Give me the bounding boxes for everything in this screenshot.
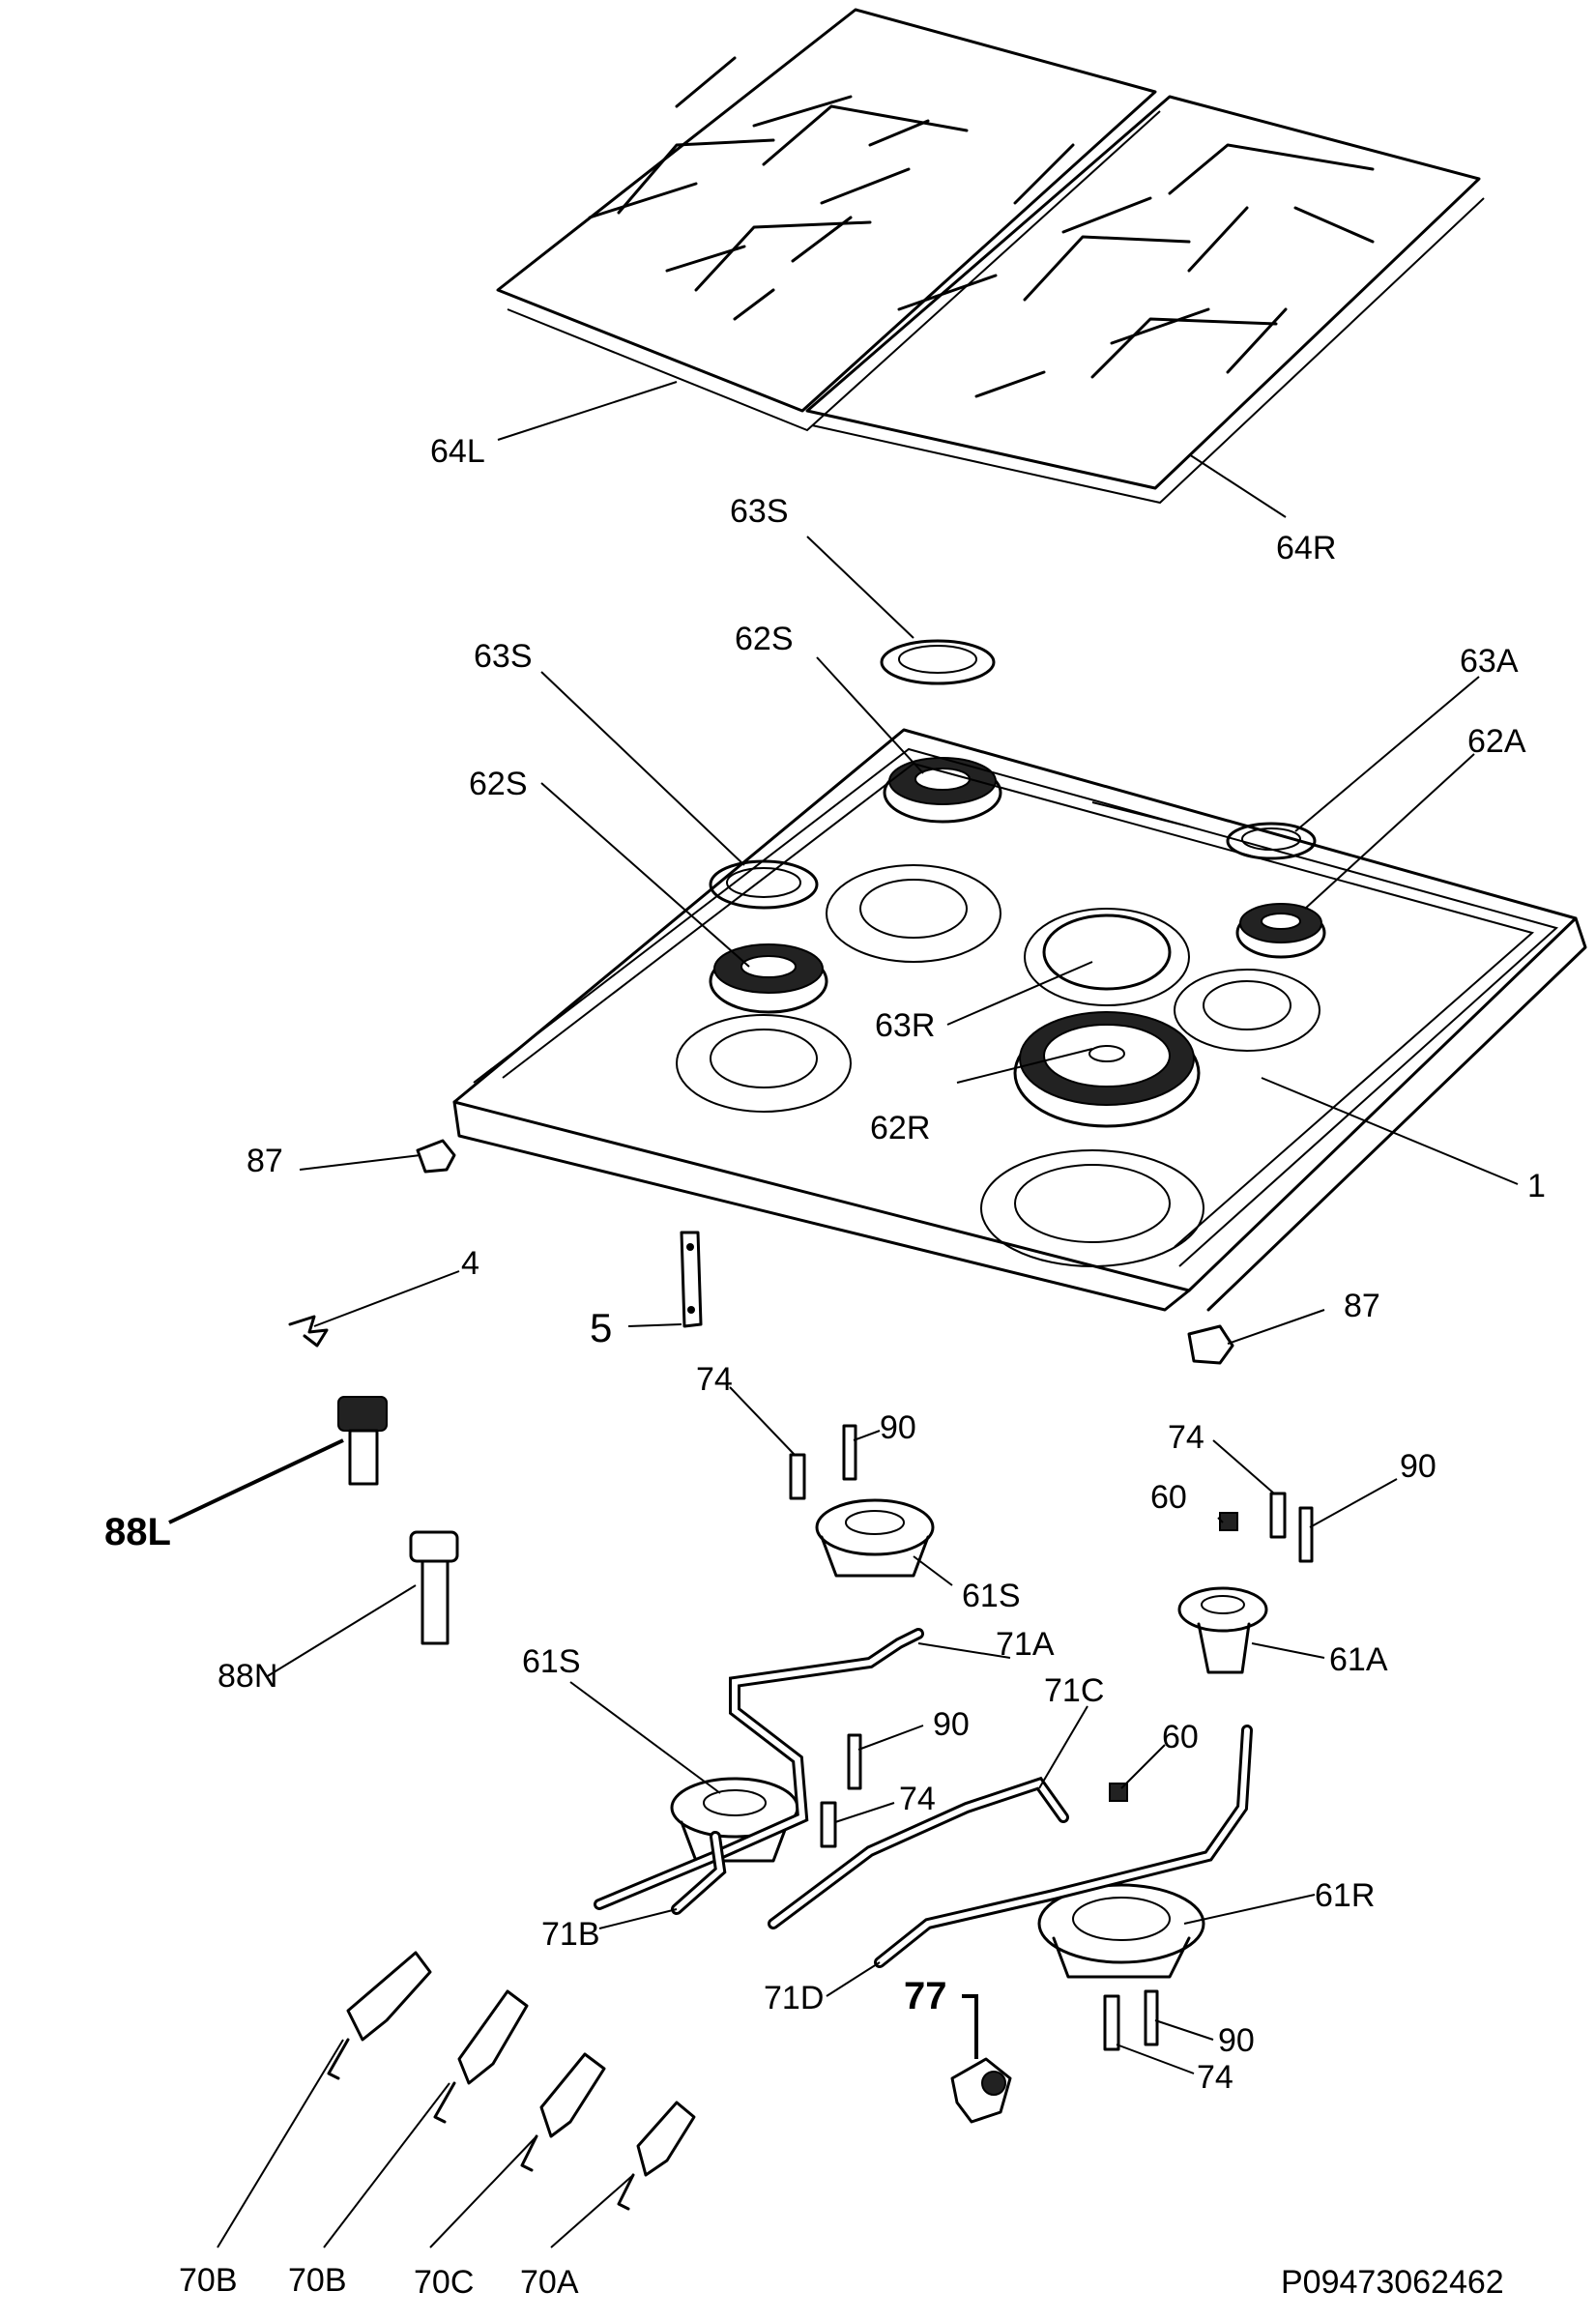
label-87-left: 87 [247, 1143, 283, 1179]
burner-head-62R[interactable] [1013, 1011, 1201, 1128]
burner-cap-63S-top[interactable] [880, 639, 996, 685]
ignition-plug-90-c[interactable] [847, 1733, 862, 1790]
label-70B-2: 70B [288, 2262, 347, 2299]
rubber-foot-87-left[interactable] [416, 1139, 456, 1174]
burner-body-61S-a[interactable] [815, 1498, 935, 1578]
label-71D: 71D [764, 1980, 824, 2016]
clip-4[interactable] [288, 1315, 329, 1348]
gas-tap-70C[interactable] [520, 2052, 606, 2172]
label-74-b: 74 [1168, 1419, 1204, 1456]
gas-pipe-71B[interactable] [671, 1831, 727, 1915]
label-74-a: 74 [696, 1361, 733, 1398]
label-60-a: 60 [1150, 1479, 1187, 1516]
ignition-plug-90-a[interactable] [842, 1424, 857, 1481]
label-88N: 88N [218, 1658, 277, 1695]
thermocouple-74-b[interactable] [1269, 1492, 1287, 1539]
label-70C: 70C [414, 2264, 474, 2301]
label-5: 5 [590, 1305, 612, 1350]
label-61R: 61R [1315, 1877, 1375, 1914]
label-90-b: 90 [1400, 1448, 1436, 1485]
hob-top-plate[interactable] [452, 728, 1587, 1312]
label-61S-a: 61S [962, 1578, 1021, 1614]
label-61A: 61A [1329, 1641, 1388, 1678]
label-88L: 88L [104, 1511, 171, 1553]
label-63R: 63R [875, 1007, 935, 1044]
label-63S-left: 63S [474, 638, 533, 675]
label-70B-1: 70B [179, 2262, 238, 2299]
label-90-d: 90 [1218, 2022, 1255, 2059]
burner-head-62S-left[interactable] [709, 943, 828, 1014]
hose-connector-88N[interactable] [409, 1530, 459, 1645]
gas-pipe-71C[interactable] [768, 1776, 1069, 1929]
thermocouple-74-d[interactable] [1103, 1994, 1120, 2051]
pan-support-right[interactable] [805, 95, 1485, 505]
leader-lines [168, 381, 1519, 2248]
ignition-plug-90-d[interactable] [1144, 1989, 1159, 2046]
part-labels: 64L 64R 63S 62S 63S 62S 63A 62A 63R 62R … [104, 433, 1546, 2301]
gas-tap-70B-1[interactable] [327, 1951, 432, 2080]
label-62A: 62A [1467, 723, 1526, 760]
label-70A: 70A [520, 2264, 579, 2301]
label-1: 1 [1527, 1168, 1546, 1204]
elbow-fitting-77[interactable] [950, 2057, 1012, 2124]
burner-head-62S-top[interactable] [883, 757, 1002, 824]
label-63S-top: 63S [730, 493, 789, 530]
label-74-c: 74 [899, 1781, 936, 1817]
label-71C: 71C [1044, 1672, 1104, 1709]
thermocouple-74-c[interactable] [820, 1801, 837, 1848]
label-62R: 62R [870, 1110, 930, 1146]
label-74-d: 74 [1197, 2059, 1233, 2096]
label-71B: 71B [541, 1916, 600, 1953]
gas-pipe-71D[interactable] [874, 1725, 1253, 1968]
bracket-5[interactable] [680, 1231, 703, 1328]
burner-body-61A[interactable] [1177, 1586, 1268, 1674]
label-62S-top: 62S [735, 621, 794, 657]
label-71A: 71A [996, 1626, 1055, 1663]
gas-pipe-71A[interactable] [594, 1628, 924, 1910]
burner-head-62A[interactable] [1235, 903, 1326, 959]
label-61S-b: 61S [522, 1643, 581, 1680]
burner-cap-63R[interactable] [1042, 914, 1172, 991]
rubber-foot-87-right[interactable] [1187, 1324, 1234, 1365]
gas-tap-70A[interactable] [617, 2101, 696, 2211]
thermocouple-74-a[interactable] [789, 1453, 806, 1500]
label-62S-left: 62S [469, 766, 528, 802]
burner-body-61R[interactable] [1037, 1883, 1205, 1979]
label-77: 77 [904, 1975, 947, 2017]
nut-60-a[interactable] [1219, 1512, 1238, 1531]
label-90-a: 90 [880, 1409, 916, 1446]
pan-support-left[interactable] [496, 8, 1161, 432]
gas-tap-70B-2[interactable] [433, 1989, 529, 2124]
label-90-c: 90 [933, 1706, 970, 1743]
label-87-right: 87 [1344, 1288, 1380, 1324]
label-64L: 64L [430, 433, 485, 470]
label-4: 4 [461, 1245, 479, 1282]
hose-connector-88L[interactable] [337, 1396, 388, 1486]
ignition-plug-90-b[interactable] [1298, 1506, 1314, 1563]
label-60-b: 60 [1162, 1719, 1199, 1755]
diagram-code: P09473062462 [1281, 2264, 1504, 2301]
label-63A: 63A [1460, 643, 1519, 680]
label-64R: 64R [1276, 530, 1336, 566]
